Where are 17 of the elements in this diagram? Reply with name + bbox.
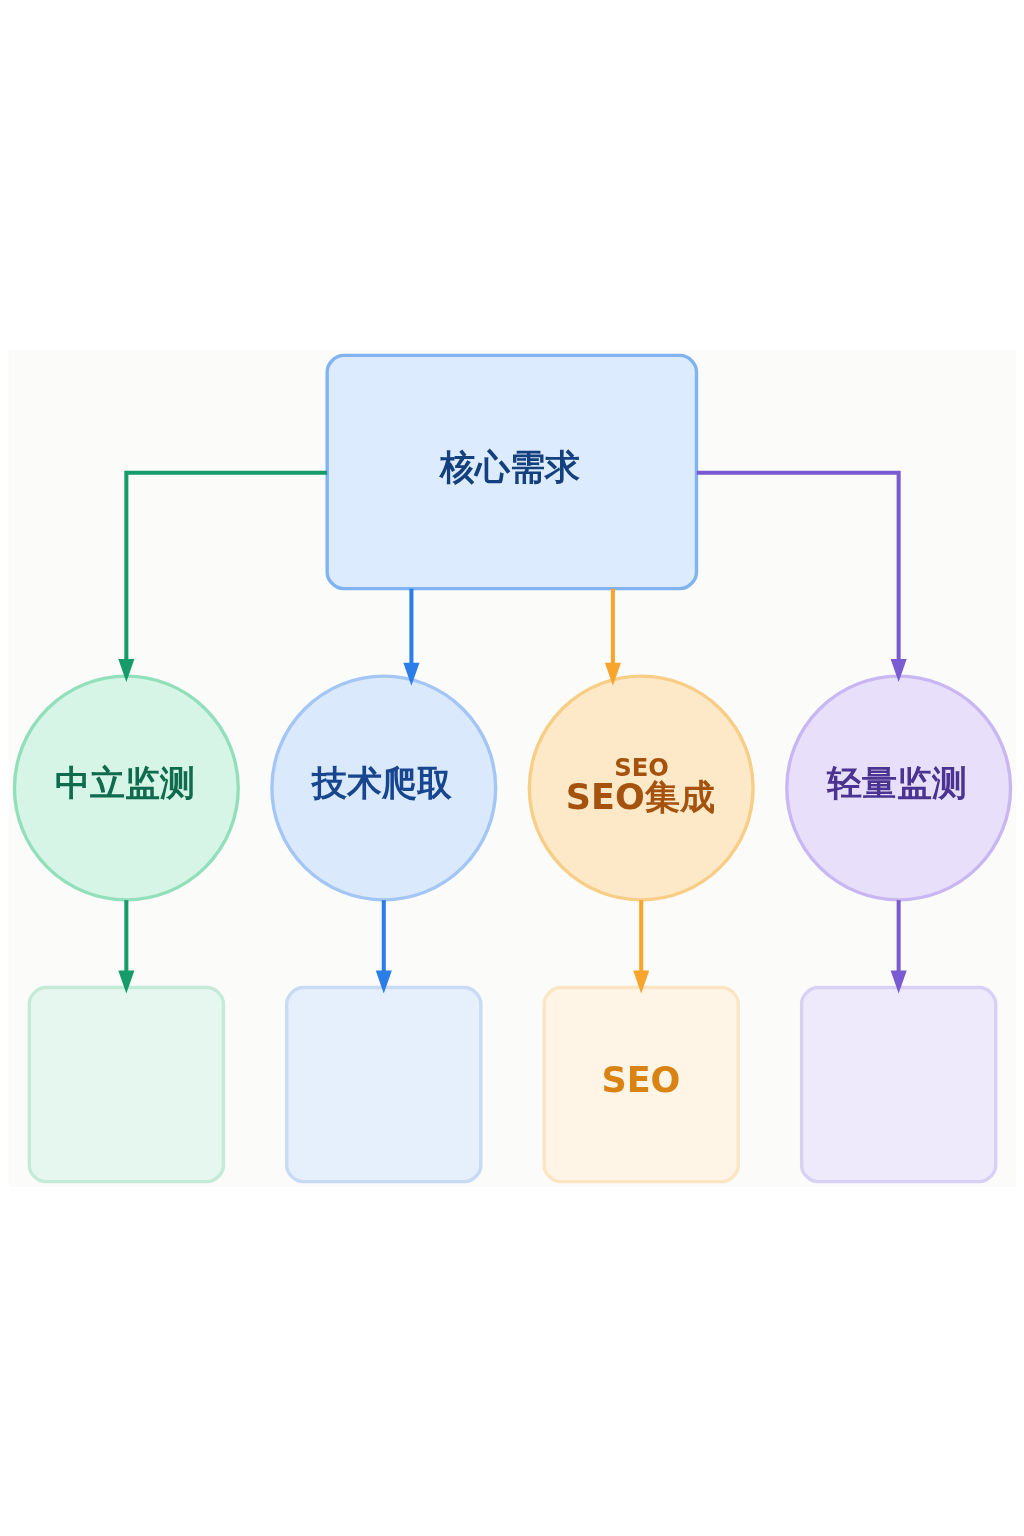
arrow (604, 588, 621, 686)
node-circle: 轻量监测 (784, 674, 1012, 902)
arrow (890, 899, 907, 993)
node-box: 核心需求 (325, 353, 698, 590)
arrow (632, 899, 649, 993)
arrow (402, 588, 419, 686)
node-box: SEO (542, 985, 740, 1183)
node-circle: 中立监测 (12, 674, 240, 902)
arrow (375, 899, 392, 993)
node-box (799, 985, 997, 1183)
node-box (284, 985, 482, 1183)
arrow (117, 899, 134, 993)
node-circle: 技术爬取 (269, 674, 497, 902)
arrow (696, 470, 907, 682)
arrow (117, 470, 327, 682)
node-circle: SEO SEO集成 (527, 674, 755, 902)
node-box (27, 985, 225, 1183)
